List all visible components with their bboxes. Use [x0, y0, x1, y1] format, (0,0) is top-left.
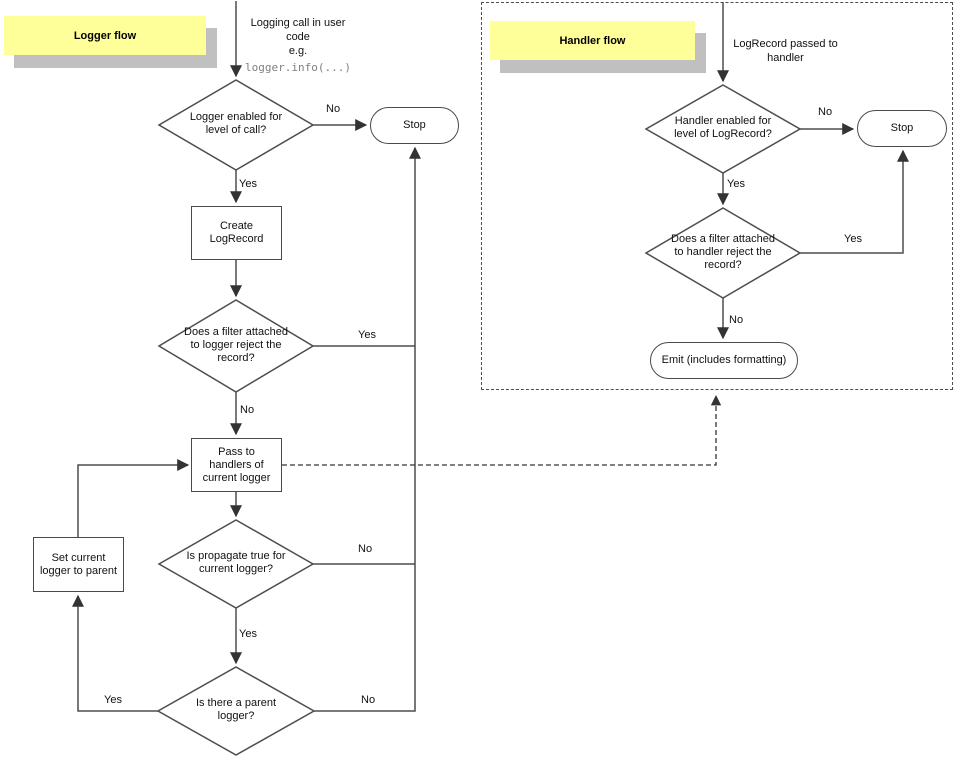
label-parent-no: No	[361, 694, 376, 706]
logger-entry-code: logger.info(...)	[245, 61, 351, 74]
label-handler-level-yes: Yes	[727, 178, 745, 190]
logger-entry-caption: Logging call in user code e.g.	[250, 17, 346, 57]
handler-entry-caption: LogRecord passed to handler	[733, 38, 838, 64]
decision-parent-text: Is there a parent logger?	[195, 697, 277, 722]
logger-stop-label: Stop	[403, 119, 426, 131]
create-logrecord-node: Create LogRecord	[191, 206, 282, 260]
label-handler-filter-no: No	[729, 314, 744, 326]
handler-stop-label: Stop	[890, 122, 914, 134]
logger-flow-title: Logger flow	[73, 29, 137, 42]
label-logger-filter-no: No	[240, 404, 255, 416]
label-handler-level-no: No	[818, 106, 833, 118]
handler-flow-panel	[481, 2, 953, 390]
decision-propagate-text: Is propagate true for current logger?	[186, 550, 286, 575]
edge-parent-no-to-stop-rail	[314, 146, 421, 712]
handler-flow-note: Handler flow	[490, 21, 695, 60]
decision-logger-level-text: Logger enabled for level of call?	[189, 111, 283, 136]
edge-handler-filter-yes	[800, 149, 909, 254]
handler-flow-title: Handler flow	[559, 34, 626, 47]
set-current-logger-node: Set current logger to parent	[33, 537, 124, 592]
pass-to-handlers-node: Pass to handlers of current logger	[191, 438, 282, 492]
edge-setparent-to-pass	[77, 459, 190, 537]
decision-handler-filter-text: Does a filter attached to handler reject…	[671, 233, 775, 271]
label-propagate-no: No	[358, 543, 373, 555]
logger-flow-note: Logger flow	[4, 16, 206, 55]
diamond-logger-parent	[156, 666, 316, 756]
label-handler-filter-yes: Yes	[844, 233, 862, 245]
decision-logger-filter-text: Does a filter attached to logger reject …	[184, 326, 288, 364]
edge-parent-yes-loop	[72, 594, 158, 712]
label-logger-level-yes: Yes	[239, 178, 257, 190]
decision-handler-level-text: Handler enabled for level of LogRecord?	[674, 115, 772, 140]
edge-dashed-pass-to-handler-flow	[282, 394, 722, 466]
handler-stop-node: Stop	[857, 110, 947, 147]
label-propagate-yes: Yes	[239, 628, 257, 640]
logger-stop-node: Stop	[370, 107, 459, 144]
label-parent-yes: Yes	[104, 694, 122, 706]
label-logger-level-no: No	[326, 103, 341, 115]
emit-node: Emit (includes formatting)	[650, 342, 798, 379]
label-logger-filter-yes: Yes	[358, 329, 376, 341]
